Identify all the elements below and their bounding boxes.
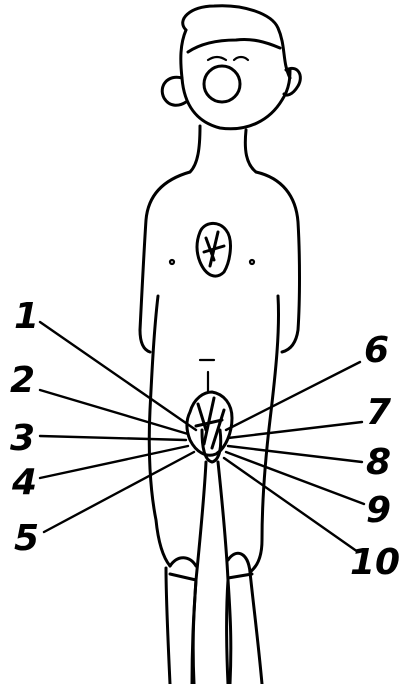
label-5: 5 — [14, 518, 39, 559]
eyebrows — [208, 57, 248, 60]
leader-3 — [40, 436, 186, 440]
mouth-circle — [204, 66, 240, 102]
label-2: 2 — [10, 360, 35, 401]
leader-7 — [228, 422, 362, 438]
left-shoulder-arm — [140, 172, 190, 352]
label-1: 1 — [14, 296, 39, 337]
label-3: 3 — [10, 418, 35, 459]
chest-hair — [197, 223, 230, 276]
label-4: 4 — [11, 462, 37, 503]
leader-10 — [224, 458, 358, 552]
leader-5 — [44, 452, 194, 532]
inner-right-leg — [218, 462, 231, 684]
neck-right — [245, 130, 256, 172]
left-knee — [170, 558, 196, 566]
neck-left — [190, 126, 200, 172]
label-9: 9 — [366, 490, 391, 531]
torso — [140, 126, 300, 572]
head — [162, 6, 300, 129]
left-body-side — [149, 296, 170, 566]
left-nipple — [170, 260, 174, 264]
pubic-hair — [187, 392, 232, 455]
label-7: 7 — [366, 392, 391, 433]
right-knee — [228, 553, 250, 572]
leader-2 — [40, 390, 188, 434]
hair-fringe — [188, 39, 280, 52]
hair — [183, 6, 290, 78]
label-6: 6 — [364, 330, 389, 371]
label-10: 10 — [350, 542, 400, 583]
right-nipple — [250, 260, 254, 264]
left-sock — [166, 568, 196, 684]
legs — [166, 462, 262, 684]
leader-4 — [40, 446, 188, 478]
inner-left-leg — [193, 462, 206, 684]
label-8: 8 — [366, 442, 391, 483]
leader-6 — [226, 362, 360, 430]
